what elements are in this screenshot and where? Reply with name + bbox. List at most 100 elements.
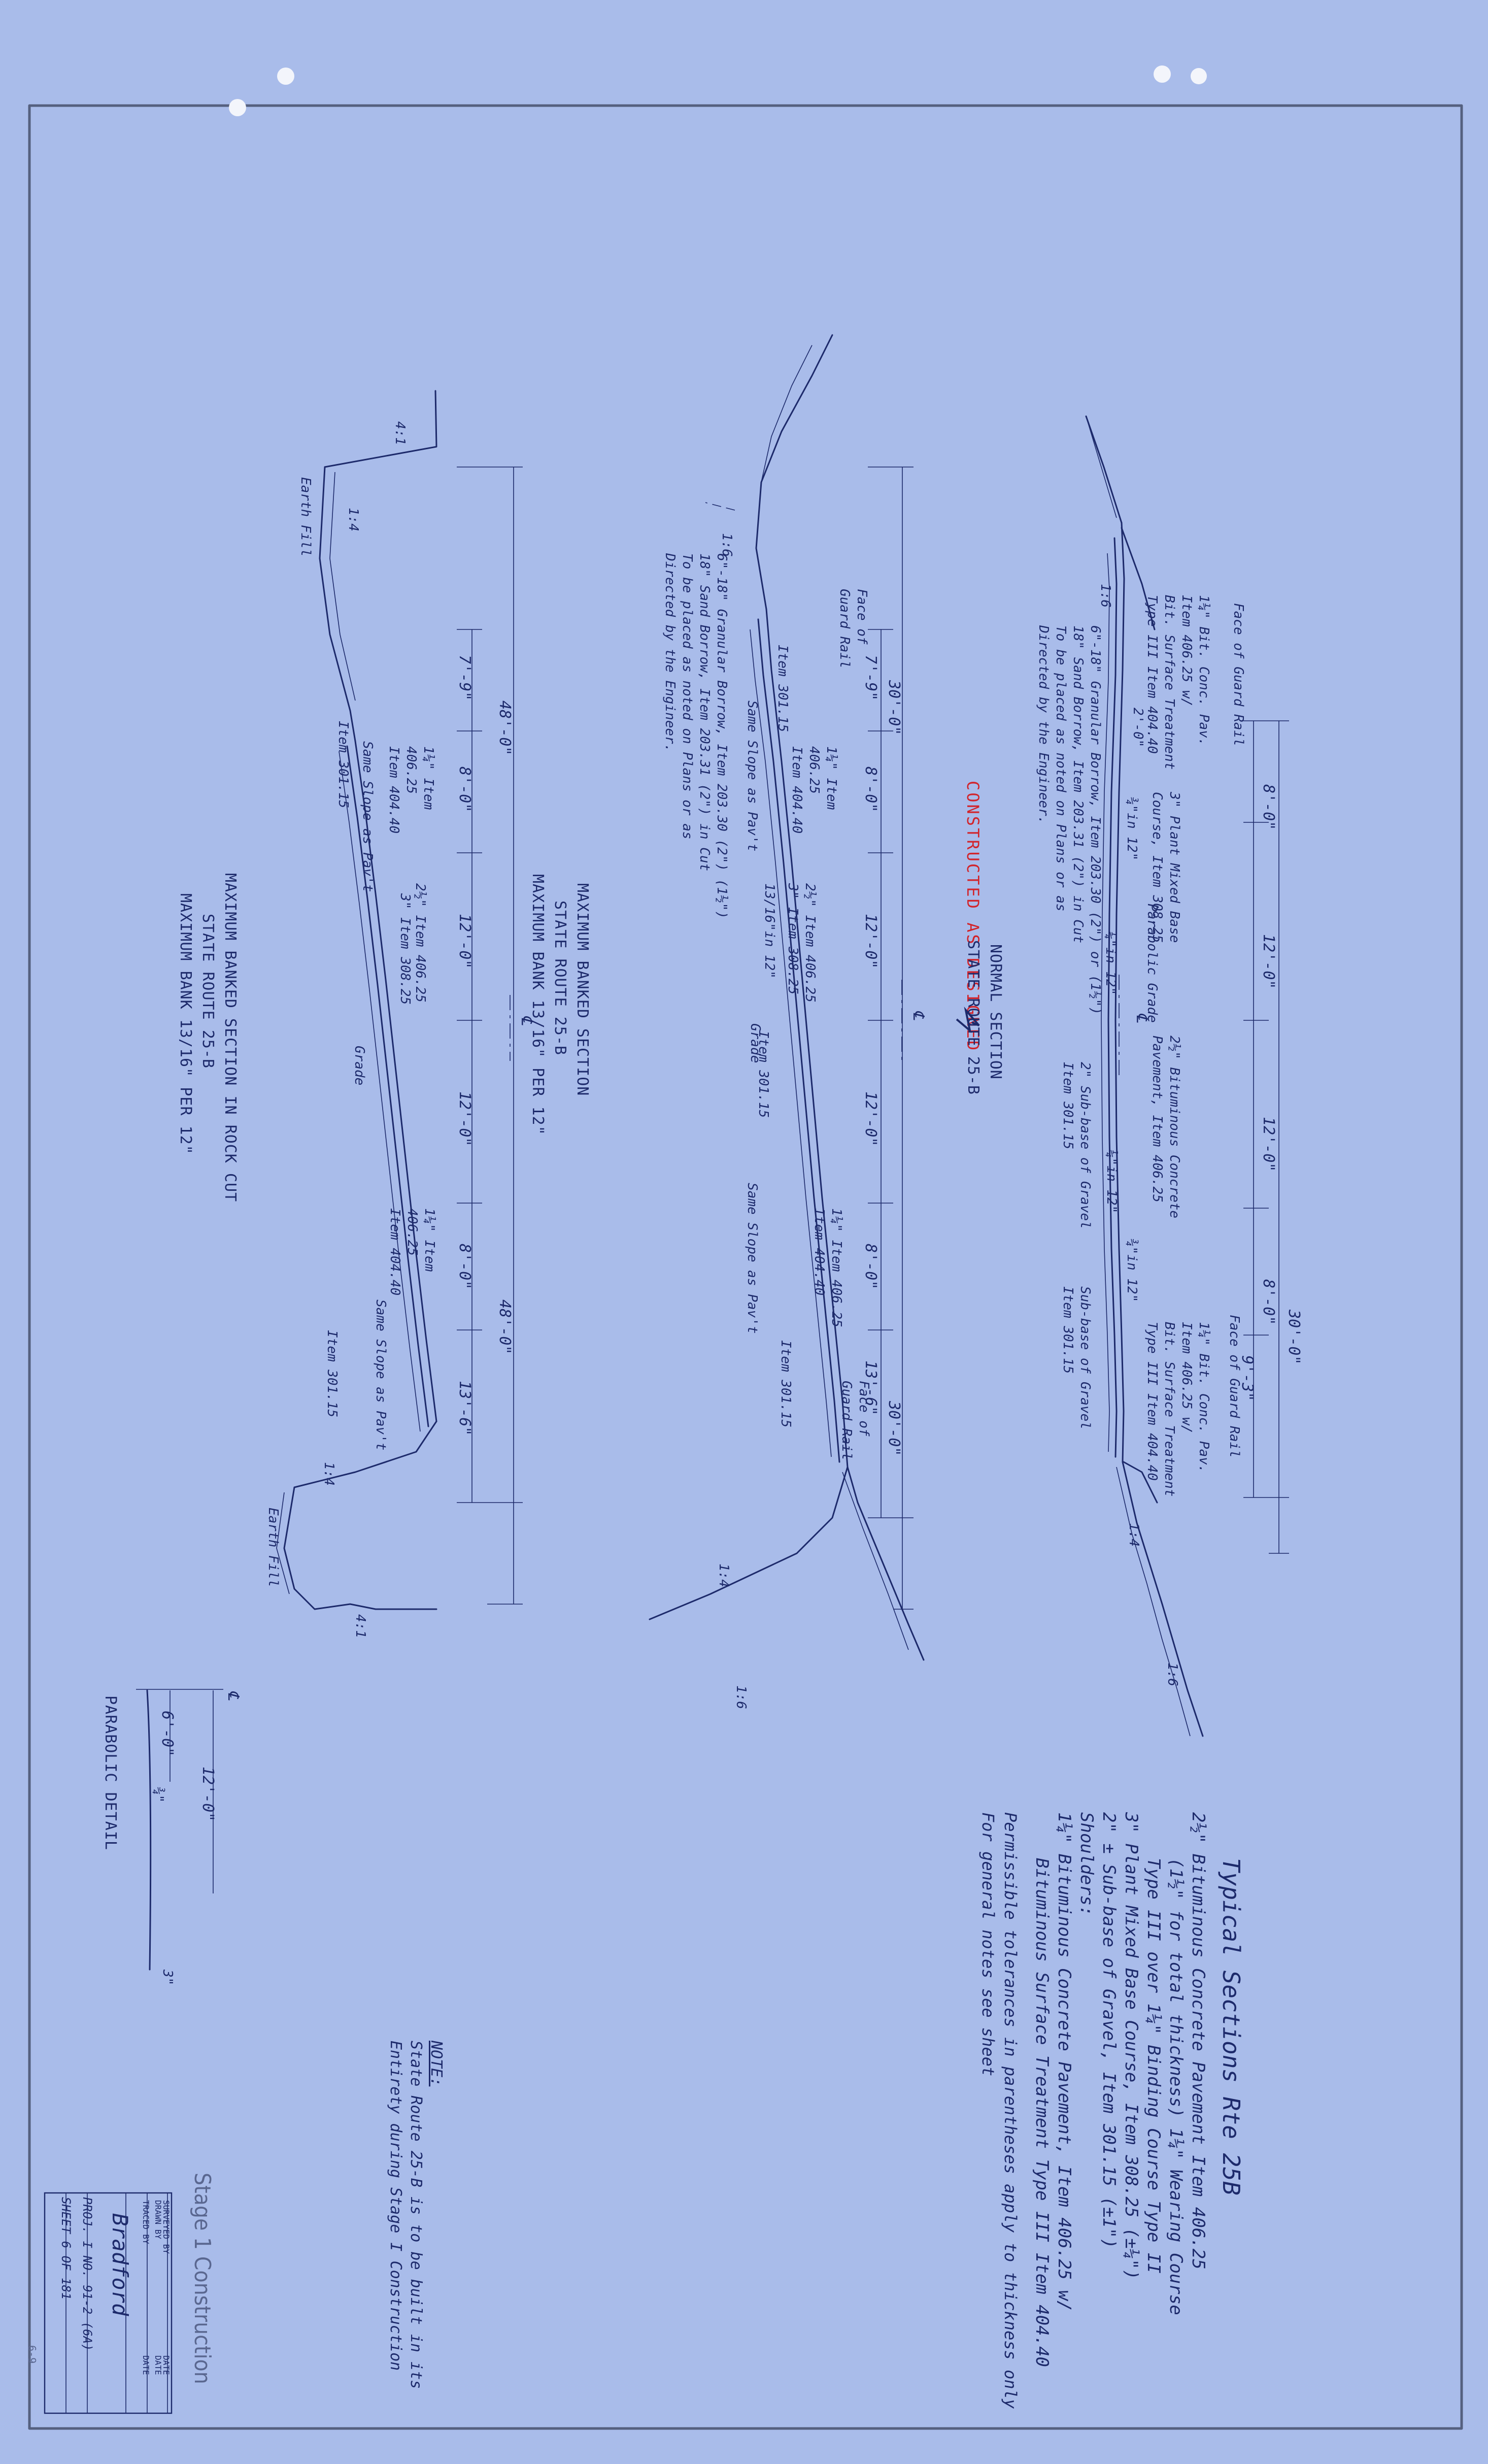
svg-text:Bit. Surface Treatment: Bit. Surface Treatment [1162,595,1177,770]
svg-text:2½" Bituminous Concrete: 2½" Bituminous Concrete [1167,1036,1182,1218]
stamp-text: CONSTRUCTED AS DESIGNED [963,781,983,1052]
svg-text:To be placed as noted on Plans: To be placed as noted on Plans or as [680,553,695,840]
shoulder-slope: ¾"in 12" [1124,1239,1139,1302]
dim-ticks [868,467,914,1610]
legend-line: 3" Plant Mixed Base Course, Item 308.25 … [1121,1812,1141,2280]
svg-text:Face of: Face of [854,589,869,645]
svg-text:NORMAL SECTION: NORMAL SECTION [987,944,1004,1080]
svg-text:1¼" Bit. Conc. Pav.: 1¼" Bit. Conc. Pav. [1196,595,1211,746]
callout-block: 1¼" Bit. Conc. Pav. Item 406.25 w/ Bit. … [1144,1322,1211,1496]
svg-text:To be placed as noted on Plans: To be placed as noted on Plans or as [1053,625,1068,912]
dim-label: 8'-0" [862,1244,880,1289]
county-name: Bradford [108,2213,132,2316]
note-heading: NOTE: [427,2040,445,2086]
slope-label: 1:4 [321,1462,336,1486]
dim-label: 8'-0" [1260,1279,1277,1325]
svg-text:MAXIMUM BANKED SECTION: MAXIMUM BANKED SECTION [573,883,591,1096]
svg-text:406.25: 406.25 [806,746,822,794]
construction-note: NOTE: State Route 25-B is to be built in… [387,2040,445,2389]
dim-label: 8'-0" [456,1244,474,1289]
shoulder-slope: ¾"in 12" [1124,797,1139,860]
slope-label: 1:4 [716,1563,731,1587]
callout: Earth Fill [265,1508,281,1587]
callout: Grade [352,1046,367,1085]
centerline-symbol: ℄ [224,1690,242,1701]
slope-label: 1:6 [719,533,734,557]
svg-text:Directed by the Engineer.: Directed by the Engineer. [662,553,678,752]
svg-text:3" Plant Mixed Base: 3" Plant Mixed Base [1167,791,1182,943]
dim-label: 12'-0" [456,914,474,969]
punch-hole [1191,68,1207,84]
right-fill-inner [842,1472,909,1650]
dim-label: 8'-0" [862,767,880,812]
callout-block: 3" Plant Mixed Base Course, Item 308.25 [1149,791,1182,943]
dim-ticks [457,467,523,1605]
svg-text:Guard Rail: Guard Rail [839,1381,854,1460]
callout-block: 1¼" Bit. Conc. Pav. Item 406.25 w/ Bit. … [1144,595,1211,770]
slope-label: 4:1 [353,1614,368,1638]
title-block-field: DATE [141,2355,151,2375]
dim-label: 6'-0" [158,1711,176,1756]
sheet-border [28,104,1463,2430]
dim-label: 30'-0" [1285,1309,1303,1364]
right-ditch [1123,1461,1158,1504]
callout: Same Slope as Pav't [360,741,375,892]
parabolic-curve [146,1689,152,1971]
callout: 3" Item 308.25 [397,893,413,1005]
left-slope [1085,415,1123,524]
title-block-field: SURVEYED BY [161,2200,171,2254]
svg-text:Item 404.40: Item 404.40 [387,1208,402,1295]
svg-text:6"-18" Granular Borrow, Item 2: 6"-18" Granular Borrow, Item 203.30 (2")… [714,553,729,919]
dim-label: 7'-9" [456,655,474,701]
svg-text:STATE ROUTE 25-B: STATE ROUTE 25-B [964,940,982,1095]
dim-label: 30'-0" [885,1401,903,1456]
slope-label: 1:6 [1098,584,1113,608]
legend-line: Type III over 1¼" Binding Course Type II [1143,1858,1164,2274]
right-ditch [293,1420,437,1488]
project-number: PROJ. I NO. 91-2 (6A) [80,2197,94,2351]
svg-text:Type III Item 404.40: Type III Item 404.40 [1144,1322,1160,1481]
svg-text:18" Sand Borrow, Item 203.31 (: 18" Sand Borrow, Item 203.31 (2") in Cut [1070,625,1086,943]
punch-hole [277,68,294,85]
dim-label: 12'-0" [862,1091,880,1146]
legend-line: Shoulders: [1076,1812,1097,1916]
dim-label: 2'-0" [1130,708,1145,747]
legend-line: 2½" Bituminous Concrete Pavement Item 40… [1188,1812,1208,2270]
dim-label: 12'-0" [1260,934,1277,989]
callout: Same Slope as Pav't [373,1300,388,1450]
note-line: State Route 25-B is to be built in its [407,2041,425,2389]
svg-text:1¼" Item: 1¼" Item [422,1208,437,1272]
banked-section: ℄ 30'-0" 7'-9" 8'-0" 12'-0" 12'-0" 8'-0"… [529,334,927,1709]
legend: Typical Sections Rte 25B 2½" Bituminous … [978,1812,1245,2409]
dim-label: 8'-0" [456,767,474,812]
svg-text:Course, Item 308.25: Course, Item 308.25 [1149,792,1165,943]
sheet-number: SHEET 6 OF 181 [59,2197,73,2300]
right-slope [649,1466,849,1620]
legend-line: For general notes see sheet [978,1812,998,2076]
callout: Item 301.15 [756,1030,771,1118]
svg-text:406.25: 406.25 [404,1208,420,1256]
svg-text:Guard Rail: Guard Rail [837,589,852,669]
svg-text:Item 404.40: Item 404.40 [811,1208,827,1295]
slope-label: 1:4 [346,508,361,531]
dim-label: 8'-0" [1260,784,1277,830]
centerline-symbol: ℄ [518,1015,535,1025]
section-title: NORMAL SECTION STATE ROUTE 25-B [964,940,1004,1095]
callout: Item 301.15 [335,721,351,808]
dim-label: 13'-6" [456,1381,474,1436]
dim-label: 48'-0" [496,701,514,755]
callout-block: Sub-base of Gravel Item 301.15 [1060,1286,1093,1429]
svg-text:2" Sub-base of Gravel: 2" Sub-base of Gravel [1077,1062,1093,1229]
stamp-initials [956,1006,980,1034]
stage-label: Stage 1 Construction [189,2173,215,2384]
note-line: Entirety during Stage I Construction [387,2041,404,2371]
subbase-line [1101,553,1110,1452]
section-title: MAXIMUM BANKED SECTION IN ROCK CUT STATE… [177,873,239,1202]
title-block-field: DATE [153,2355,163,2375]
base-course-line [346,745,429,1427]
pavement-surface [765,608,849,1468]
